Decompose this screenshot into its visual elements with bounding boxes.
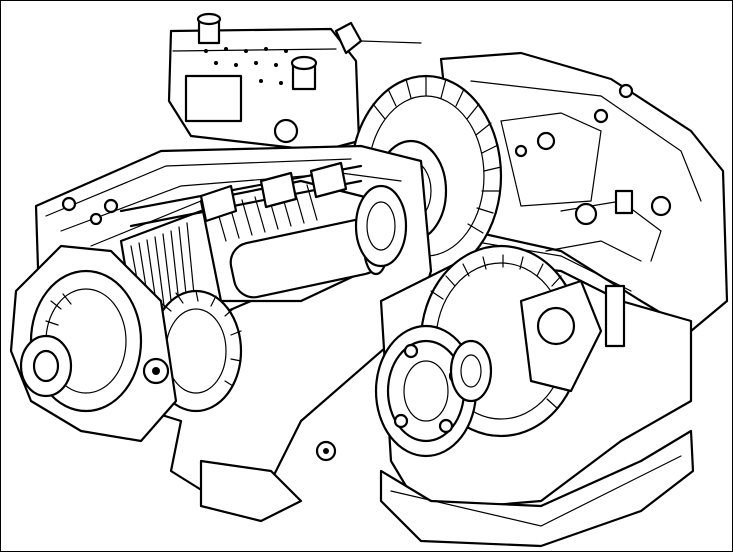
- shift-cover: [167, 12, 422, 153]
- drive-flange: [374, 324, 493, 458]
- clutch-housing: [439, 51, 729, 333]
- cover-bolts: [204, 47, 303, 85]
- end-cover: [9, 244, 178, 443]
- shift-linkage: [61, 161, 363, 228]
- differential: [379, 240, 693, 513]
- oil-pan: [199, 429, 695, 548]
